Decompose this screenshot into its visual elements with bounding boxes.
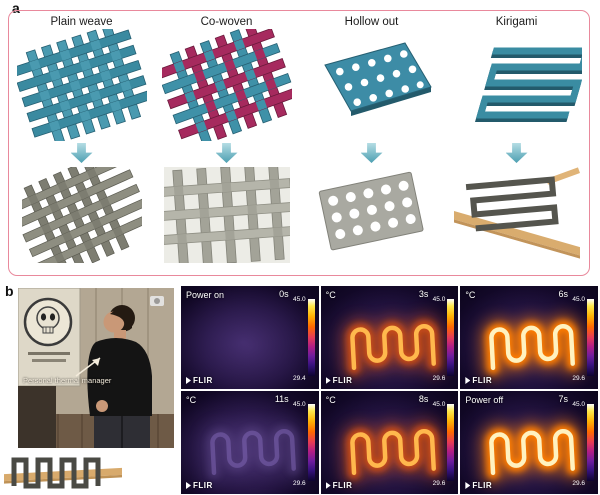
column-title: Kirigami: [495, 16, 538, 28]
thermal-time-label: 3s: [418, 289, 429, 299]
scale-min-label: 29.6: [572, 375, 585, 382]
scale-max-label: 45.0: [293, 296, 306, 303]
thermal-time-label: 8s: [418, 394, 429, 404]
scale-max-label: 45.0: [572, 296, 585, 303]
thermal-time-label: 0s: [279, 289, 289, 299]
scale-min-label: 29.6: [432, 375, 446, 382]
caption-arrow-icon: [75, 357, 101, 377]
flir-logo: FLIR: [186, 376, 213, 385]
thermal-top-left-label: °C: [325, 395, 336, 405]
panel-b: Personal thermal manager: [0, 282, 600, 495]
thermal-time-label: 6s: [558, 289, 568, 299]
column-co-woven: Co-woven: [154, 11, 299, 275]
down-arrow-icon: [505, 143, 528, 163]
column-plain-weave: Plain weave: [9, 11, 154, 275]
thermal-top-left-label: Power off: [465, 395, 504, 405]
kirigami-photo: [453, 166, 580, 264]
column-title: Plain weave: [50, 16, 113, 28]
person-photo-svg: [18, 288, 174, 448]
thermal-image-7s: Power off 7s 45.0 29.6 FLIR: [460, 391, 598, 494]
thermal-image-8s: °C 8s 45.0 29.6 FLIR: [320, 391, 459, 494]
thermal-image-11s: °C 11s 45.0 29.6 FLIR: [181, 391, 319, 494]
thermal-top-left-label: °C: [186, 395, 197, 405]
plain-weave-photo: [21, 166, 142, 264]
kirigami-schematic-svg: [474, 47, 582, 122]
flir-logo-icon: [465, 482, 471, 489]
scale-min-label: 29.4: [293, 375, 306, 382]
scale-max-label: 45.0: [572, 401, 585, 408]
flir-logo-icon: [186, 377, 191, 384]
scale-min-label: 29.6: [572, 480, 585, 487]
flir-logo: FLIR: [465, 376, 492, 385]
scale-min-label: 29.6: [432, 480, 446, 487]
scale-max-label: 45.0: [432, 401, 446, 408]
co-woven-schematic: [161, 29, 292, 141]
thermal-time-label: 7s: [558, 394, 568, 404]
scale-max-label: 45.0: [432, 296, 446, 303]
flir-logo-icon: [465, 377, 471, 384]
thermal-time-label: 11s: [274, 394, 289, 404]
thermal-colorbar: [447, 299, 455, 376]
person-photo: Personal thermal manager: [18, 288, 174, 448]
person-caption: Personal thermal manager: [23, 376, 112, 385]
thermal-colorbar: [587, 299, 594, 376]
flir-logo-icon: [325, 482, 331, 489]
hollow-out-photo: [309, 166, 435, 264]
thermal-top-left-label: Power on: [186, 290, 225, 300]
co-woven-photo: [163, 166, 290, 264]
thermal-image-3s: °C 3s 45.0 29.6 FLIR: [320, 286, 459, 389]
column-title: Hollow out: [344, 16, 399, 28]
heater-coil: [340, 419, 446, 485]
flir-logo: FLIR: [325, 481, 353, 490]
scale-max-label: 45.0: [293, 401, 306, 408]
thermal-top-left-label: °C: [325, 290, 336, 300]
camera-icon: [150, 296, 164, 306]
heater-coil: [479, 314, 586, 380]
heater-coil: [200, 419, 306, 485]
thermal-grid: Power on 0s 45.0 29.4 FLIR °C 3s 4: [181, 286, 598, 494]
plain-weave-schematic-svg: [16, 29, 147, 141]
co-woven-photo-svg: [163, 167, 290, 263]
hollow-out-photo-svg: [318, 171, 424, 251]
thermal-top-left-label: °C: [465, 290, 476, 300]
flir-logo: FLIR: [186, 481, 213, 490]
flir-logo-icon: [325, 377, 331, 384]
heater-coil: [479, 419, 586, 485]
kirigami-schematic: [452, 29, 582, 141]
thermal-colorbar: [307, 299, 315, 376]
thermal-colorbar: [587, 404, 594, 481]
plain-weave-schematic: [16, 29, 147, 141]
flir-logo-icon: [186, 482, 191, 489]
co-woven-schematic-svg: [161, 29, 292, 141]
heater-coil: [340, 314, 446, 380]
flir-logo: FLIR: [465, 481, 492, 490]
down-arrow-icon: [215, 143, 238, 163]
hollow-out-schematic-svg: [323, 42, 432, 116]
thermal-colorbar: [307, 404, 315, 481]
thermal-colorbar: [447, 404, 455, 481]
panel-a: Plain weave: [8, 10, 590, 276]
device-photo-svg: [0, 450, 127, 494]
down-arrow-icon: [70, 143, 93, 163]
panel-b-label: b: [5, 283, 14, 299]
kirigami-photo-svg: [453, 167, 580, 260]
panel-a-label: a: [12, 0, 20, 16]
thermal-image-6s: °C 6s 45.0 29.6 FLIR: [460, 286, 598, 389]
column-kirigami: Kirigami: [444, 11, 589, 275]
scale-min-label: 29.6: [293, 480, 306, 487]
plain-weave-photo-svg: [21, 167, 142, 263]
hollow-out-schematic: [307, 29, 437, 141]
flir-logo: FLIR: [325, 376, 353, 385]
column-hollow-out: Hollow out: [299, 11, 444, 275]
thermal-image-0s: Power on 0s 45.0 29.4 FLIR: [181, 286, 319, 389]
column-title: Co-woven: [200, 16, 253, 28]
down-arrow-icon: [360, 143, 383, 163]
device-photo: [0, 450, 127, 494]
